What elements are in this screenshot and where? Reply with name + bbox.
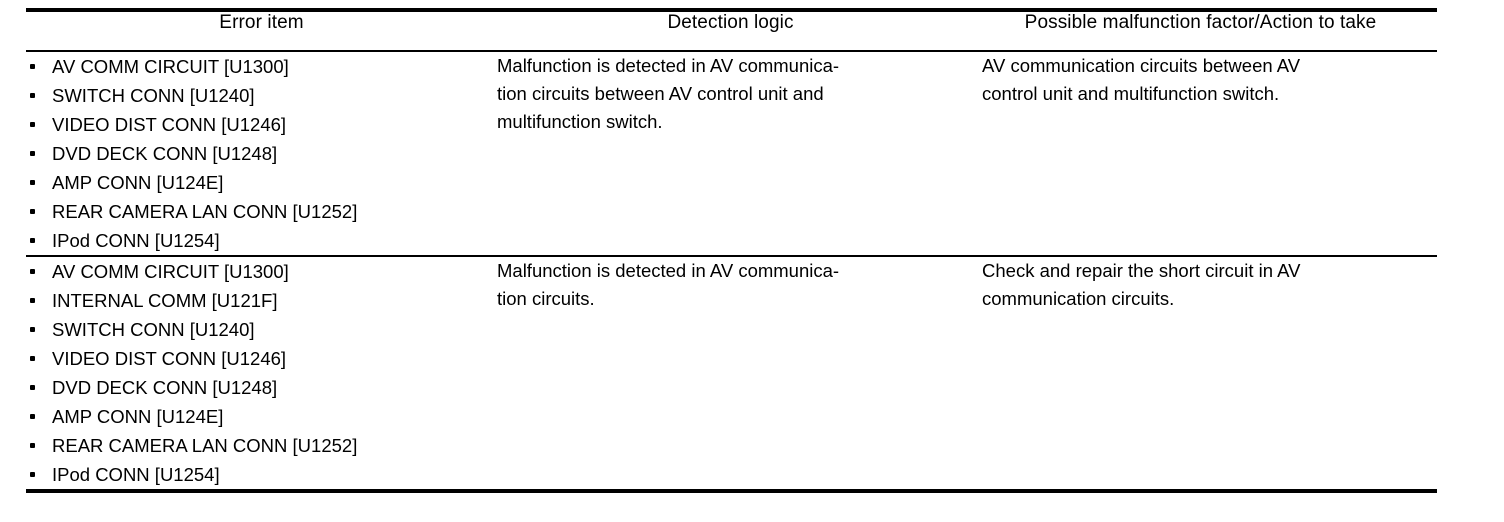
detection-logic-line: tion circuits. xyxy=(497,288,595,309)
table-row: AV COMM CIRCUIT [U1300] INTERNAL COMM [U… xyxy=(26,256,1437,491)
list-item: AV COMM CIRCUIT [U1300] xyxy=(26,257,497,286)
list-item: AMP CONN [U124E] xyxy=(26,402,497,431)
column-header-error-item: Error item xyxy=(219,12,304,33)
list-item: VIDEO DIST CONN [U1246] xyxy=(26,110,497,139)
list-item: SWITCH CONN [U1240] xyxy=(26,81,497,110)
list-item: AV COMM CIRCUIT [U1300] xyxy=(26,52,497,81)
diagnostic-table: Error item Detection logic Possible malf… xyxy=(26,8,1437,493)
column-header-action: Possible malfunction factor/Action to ta… xyxy=(1024,12,1377,33)
error-item-list: AV COMM CIRCUIT [U1300] SWITCH CONN [U12… xyxy=(26,52,497,255)
action-line: Check and repair the short circuit in AV xyxy=(982,260,1301,281)
table-body: AV COMM CIRCUIT [U1300] SWITCH CONN [U12… xyxy=(26,51,1437,491)
cell-action: AV communication circuits between AV con… xyxy=(964,51,1437,256)
cell-error-items: AV COMM CIRCUIT [U1300] INTERNAL COMM [U… xyxy=(26,256,497,491)
action-line: control unit and multifunction switch. xyxy=(982,83,1280,104)
error-item-list: AV COMM CIRCUIT [U1300] INTERNAL COMM [U… xyxy=(26,257,497,489)
cell-detection-logic: Malfunction is detected in AV communica-… xyxy=(497,51,964,256)
cell-error-items: AV COMM CIRCUIT [U1300] SWITCH CONN [U12… xyxy=(26,51,497,256)
list-item: IPod CONN [U1254] xyxy=(26,460,497,489)
header-row: Error item Detection logic Possible malf… xyxy=(26,10,1437,51)
list-item: DVD DECK CONN [U1248] xyxy=(26,139,497,168)
detection-logic-line: multifunction switch. xyxy=(497,111,663,132)
action-line: communication circuits. xyxy=(982,288,1175,309)
detection-logic-line: Malfunction is detected in AV communica- xyxy=(497,260,840,281)
list-item: INTERNAL COMM [U121F] xyxy=(26,286,497,315)
table-row: AV COMM CIRCUIT [U1300] SWITCH CONN [U12… xyxy=(26,51,1437,256)
list-item: REAR CAMERA LAN CONN [U1252] xyxy=(26,431,497,460)
column-header-detection-logic: Detection logic xyxy=(667,12,794,33)
detection-logic-line: Malfunction is detected in AV communica- xyxy=(497,55,840,76)
cell-action: Check and repair the short circuit in AV… xyxy=(964,256,1437,491)
cell-detection-logic: Malfunction is detected in AV communica-… xyxy=(497,256,964,491)
action-line: AV communication circuits between AV xyxy=(982,55,1301,76)
list-item: REAR CAMERA LAN CONN [U1252] xyxy=(26,197,497,226)
table-header: Error item Detection logic Possible malf… xyxy=(26,10,1437,51)
list-item: IPod CONN [U1254] xyxy=(26,226,497,255)
list-item: AMP CONN [U124E] xyxy=(26,168,497,197)
list-item: SWITCH CONN [U1240] xyxy=(26,315,497,344)
detection-logic-line: tion circuits between AV control unit an… xyxy=(497,83,824,104)
list-item: VIDEO DIST CONN [U1246] xyxy=(26,344,497,373)
list-item: DVD DECK CONN [U1248] xyxy=(26,373,497,402)
